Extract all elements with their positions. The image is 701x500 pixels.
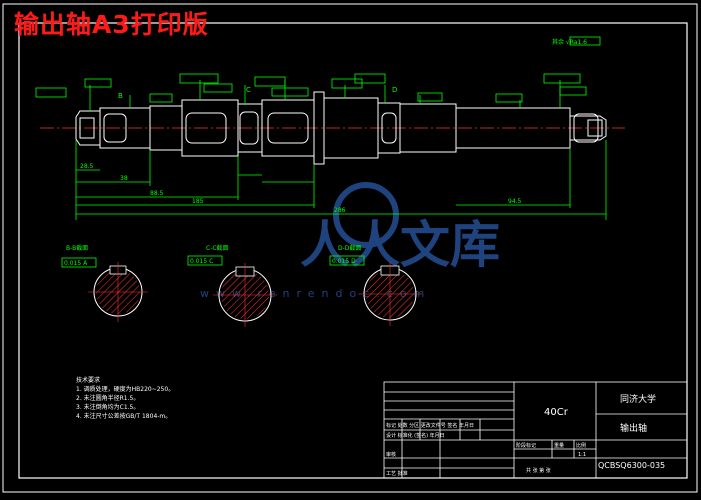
section-b-tol: 0.015 A xyxy=(64,260,88,267)
section-b-label: B-B截面 xyxy=(66,244,88,252)
cross-section-b: B-B截面 0.015 A xyxy=(61,244,148,322)
scale-value: 1:1 xyxy=(578,452,586,458)
watermark-brand: 人人文库 xyxy=(300,216,500,274)
section-d-tol: 0.015 D xyxy=(332,258,356,265)
tolerance-frames xyxy=(35,36,601,103)
tech-req-item-3: 3. 未注倒角均为C1.5。 xyxy=(76,403,139,411)
section-mark-c: C xyxy=(246,86,251,94)
dim-28-5: 28.5 xyxy=(80,163,94,170)
title-block xyxy=(383,381,688,479)
section-d-label: D-D截面 xyxy=(338,244,361,252)
dim-88-5: 88.5 xyxy=(150,190,164,197)
tech-req-heading: 技术要求 xyxy=(76,376,100,384)
section-c-tol: 0.015 C xyxy=(190,258,213,265)
part-name: 输出轴 xyxy=(620,422,647,434)
sheet-count: 共 张 第 张 xyxy=(526,467,551,474)
dimension-text: 28.5 38 88.5 185 286 94.5 xyxy=(80,163,522,214)
section-markers: B C D xyxy=(118,86,397,100)
tech-req-item-2: 2. 未注圆角半径R1.5。 xyxy=(76,394,139,402)
tech-req-item-4: 4. 未注尺寸公差按GB/T 1804-m。 xyxy=(76,412,171,420)
title-block-text: 标记 处数 分区 更改文件号 签名 年月日 设计 标准化 (签名) 年月日 审核… xyxy=(386,393,665,477)
dim-38: 38 xyxy=(120,175,128,182)
title-row-3: 审核 xyxy=(386,451,396,458)
scale-label: 比例 xyxy=(576,442,586,449)
weight-label: 重量 xyxy=(554,442,564,449)
page-title: 输出轴A3打印版 xyxy=(14,10,209,39)
title-row-4: 工艺 批准 xyxy=(386,470,408,477)
title-row-1: 标记 处数 分区 更改文件号 签名 年月日 xyxy=(386,422,474,429)
roughness-global: 其余 √Ra1.6 xyxy=(552,38,587,46)
inner-frame xyxy=(18,22,688,479)
cross-section-c: C-C截面 0.015 C xyxy=(187,244,277,327)
dim-286: 286 xyxy=(334,207,346,214)
school-name: 同济大学 xyxy=(620,393,656,405)
title-row-2: 设计 标准化 (签名) 年月日 xyxy=(386,432,445,439)
dimension-lines xyxy=(75,80,607,220)
drawing-number: QCBSQ6300-035 xyxy=(598,461,665,470)
cross-section-d: D-D截面 0.015 D xyxy=(329,244,422,326)
section-mark-b: B xyxy=(118,92,123,100)
section-mark-d: D xyxy=(392,86,397,94)
section-c-label: C-C截面 xyxy=(206,244,229,252)
tech-req-item-1: 1. 调质处理，硬度为HB220~250。 xyxy=(76,385,174,393)
tech-requirements: 技术要求 1. 调质处理，硬度为HB220~250。 2. 未注圆角半径R1.5… xyxy=(76,376,174,420)
stage-mark-label: 阶段标记 xyxy=(516,442,536,449)
shaft-main-view xyxy=(75,91,607,165)
dim-94-5: 94.5 xyxy=(508,198,522,205)
dim-185: 185 xyxy=(192,198,204,205)
outer-border xyxy=(2,3,698,493)
material: 40Cr xyxy=(544,407,569,418)
